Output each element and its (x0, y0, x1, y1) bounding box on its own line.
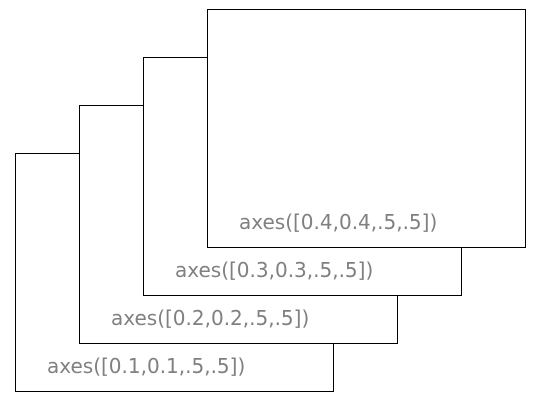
axes-panel-3-label: axes([0.3,0.3,.5,.5]) (175, 258, 374, 282)
axes-panel-1-label: axes([0.1,0.1,.5,.5]) (47, 354, 246, 378)
axes-panel-2-label: axes([0.2,0.2,.5,.5]) (111, 306, 310, 330)
axes-panel-4: axes([0.4,0.4,.5,.5]) (207, 9, 526, 248)
axes-panel-4-label: axes([0.4,0.4,.5,.5]) (239, 210, 438, 234)
